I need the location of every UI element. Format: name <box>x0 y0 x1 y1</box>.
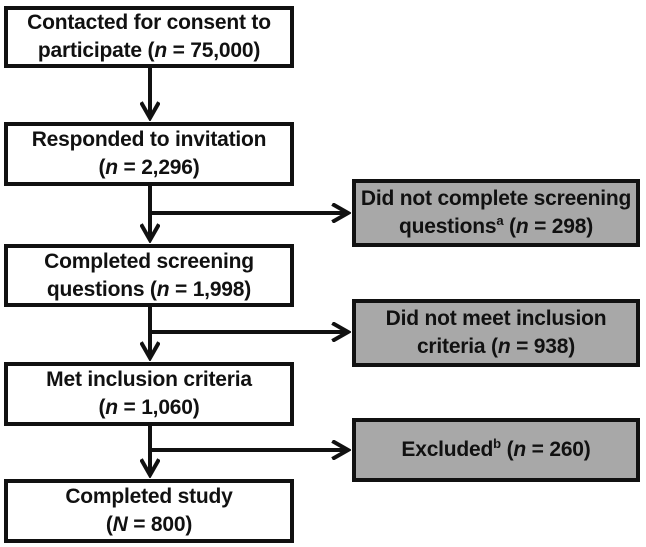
excluded-box-screening-questions: Did not complete screening questionsa (n… <box>352 179 640 247</box>
flow-box-contacted: Contacted for consent to participate (n … <box>4 6 294 68</box>
box-text-line: Did not meet inclusion <box>385 307 607 331</box>
flow-box-met-criteria: Met inclusion criteria (n = 1,060) <box>4 362 294 426</box>
box-text-line: Did not complete screening <box>360 187 632 211</box>
box-text-line: (N = 800) <box>105 513 193 536</box>
box-text-line: questionsa (n = 298) <box>398 213 594 238</box>
flow-box-completed-study: Completed study (N = 800) <box>4 479 294 543</box>
flow-box-responded: Responded to invitation (n = 2,296) <box>4 122 294 186</box>
box-text-line: criteria (n = 938) <box>416 335 576 358</box>
box-text-line: Contacted for consent to <box>27 11 271 35</box>
box-text-line: participate (n = 75,000) <box>37 39 261 62</box>
box-text-line: questions (n = 1,998) <box>46 277 252 301</box>
box-text-line: Responded to invitation <box>31 128 267 152</box>
box-text-line: Completed screening <box>44 249 254 273</box>
box-text-line: Completed study <box>65 485 233 509</box>
flow-box-completed-screening: Completed screening questions (n = 1,998… <box>4 244 294 307</box>
box-text-line: (n = 1,060) <box>98 396 200 419</box>
box-text-line: Excludedb (n = 260) <box>401 436 591 462</box>
excluded-box-inclusion-criteria: Did not meet inclusion criteria (n = 938… <box>352 299 640 367</box>
box-text-line: (n = 2,296) <box>98 156 200 179</box>
box-text-line: Met inclusion criteria <box>46 368 252 392</box>
excluded-box-excluded: Excludedb (n = 260) <box>352 418 640 482</box>
